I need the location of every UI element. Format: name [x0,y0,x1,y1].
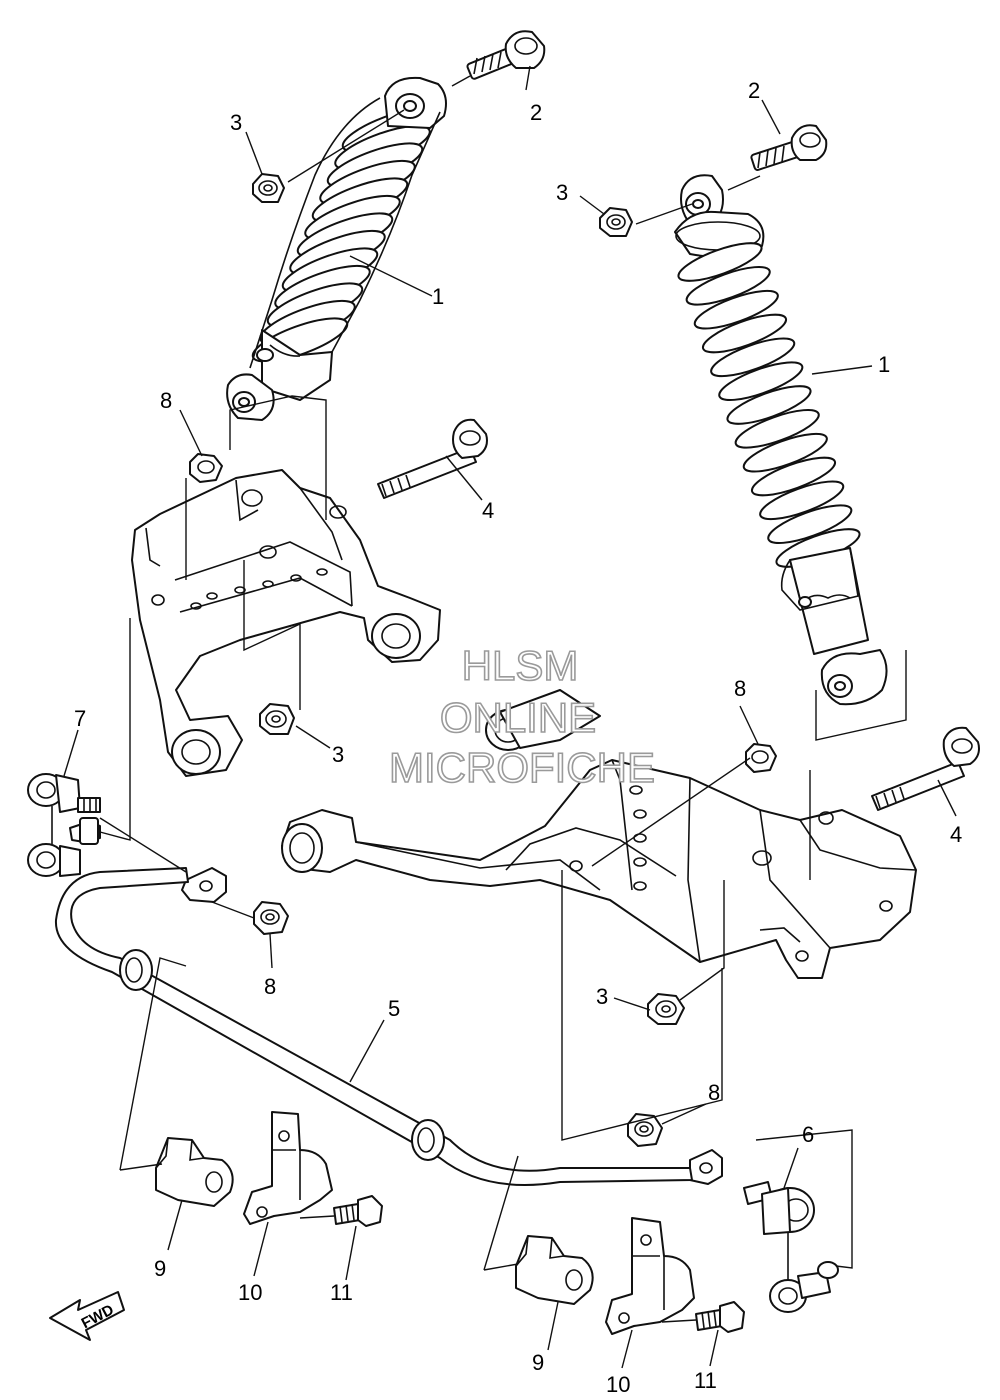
callout-9-right-bushing: 9 [532,1350,544,1375]
stabilizer-bar [54,867,723,1186]
left-stabilizer-link [27,773,101,877]
spring-coil [742,432,828,473]
callout-9-left-bushing: 9 [154,1256,166,1281]
spring-coil [718,361,804,402]
right-bushing [515,1235,594,1305]
watermark-line-1: HLSM [462,642,579,689]
callout-8-left-collar: 8 [160,388,172,413]
nut-left-upper [252,173,285,203]
long-bolt-left [377,418,488,499]
nut-right-upper [599,207,633,237]
spring-coil [701,313,788,354]
small-bolt-left [333,1195,383,1227]
collar-left-shock [189,453,223,483]
spring-coil [767,504,853,545]
callout-10-left-bracket: 10 [238,1280,262,1305]
callout-4-right-bolt: 4 [950,822,962,847]
spring-coil [685,265,771,306]
assembly-lines [99,395,907,1323]
nut-left-arm [259,703,295,735]
spring-coil [710,337,796,378]
left-control-arm [131,469,441,777]
watermark-line-3: MICROFICHE [389,744,655,791]
left-shock-spring [251,107,439,363]
callout-3-right-nut: 3 [556,180,568,205]
long-bolt-right [871,726,980,811]
callout-11-left-bolt: 11 [330,1280,353,1305]
left-bushing [155,1137,234,1207]
callout-10-right-bracket: 10 [606,1372,630,1397]
callout-6-right-link: 6 [802,1122,814,1147]
small-bolt-right [695,1301,745,1333]
collar-right-shock [745,743,777,773]
callout-3-arm-nut-right: 3 [596,984,608,1009]
spring-coil [734,408,820,449]
left-bracket [243,1111,333,1225]
spring-coil [759,480,845,521]
callout-7-left-link: 7 [74,706,86,731]
callout-8-stabilizer-right: 8 [708,1080,720,1105]
callout-2-right-bolt: 2 [748,78,760,103]
nut-right-arm [647,993,685,1025]
left-upper-bolt [466,30,546,80]
watermark-line-2: ONLINE [440,694,596,741]
spring-coil [677,242,763,282]
right-control-arm [281,689,917,979]
spring-coil [750,456,837,497]
right-shock-spring [677,242,861,568]
callout-4-left-bolt: 4 [482,498,494,523]
right-stabilizer-link [743,1181,839,1313]
leader-lines [63,65,957,1369]
right-bracket [605,1217,695,1335]
callout-1-right-shock: 1 [878,352,890,377]
callout-8-stabilizer-left: 8 [264,974,276,999]
watermark: HLSM ONLINE MICROFICHE [388,641,656,792]
spring-coil [726,385,812,425]
right-upper-bolt [750,124,828,171]
callout-2-left-bolt: 2 [530,100,542,125]
left-arm-holes [190,568,328,610]
callout-3-arm-nut-left: 3 [332,742,344,767]
right-shock-absorber [674,174,888,706]
callout-1-left-shock: 1 [432,284,444,309]
callout-3-left-nut: 3 [230,110,242,135]
nut-stabilizer-left [253,901,289,935]
spring-coil [693,289,779,330]
callout-numbers: 1 1 2 2 3 3 3 3 4 4 5 6 7 8 8 8 8 9 9 10… [74,78,962,1397]
callout-8-right-collar: 8 [734,676,746,701]
forward-direction-arrow: FWD [49,1291,125,1341]
callout-11-right-bolt: 11 [694,1368,717,1393]
left-shock-absorber [226,76,447,421]
callout-5-stabilizer-bar: 5 [388,996,400,1021]
